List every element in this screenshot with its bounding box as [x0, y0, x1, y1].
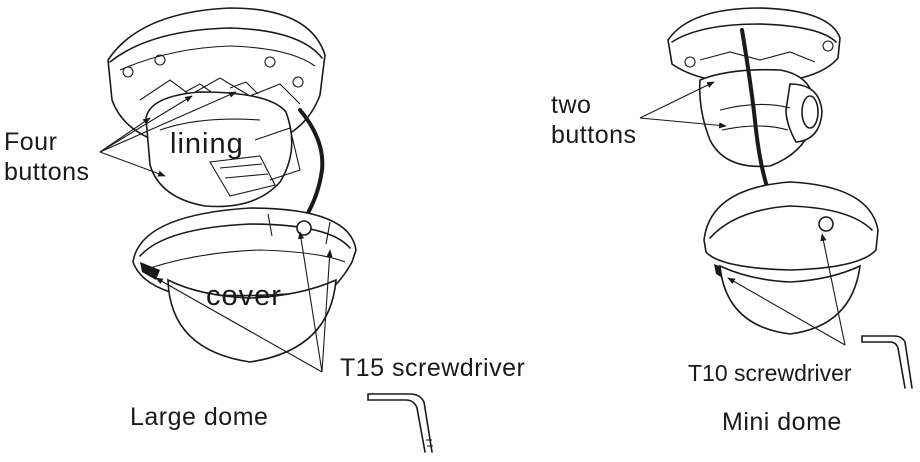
- mini-dome-cover: [703, 181, 879, 335]
- t10-screwdriver-label: T10 screwdriver: [688, 360, 852, 386]
- large-dome-lining-label: lining: [170, 128, 244, 160]
- large-dome-cover: [132, 207, 357, 363]
- mini-dome-caption: Mini dome: [722, 408, 842, 436]
- large-dome-cover-label: cover: [206, 280, 282, 312]
- mini-dome-buttons-label-line2: buttons: [551, 121, 637, 149]
- large-dome-cable: [298, 108, 325, 228]
- mini-dome-cable: [740, 28, 770, 192]
- large-dome-screw-arrows: [155, 231, 333, 373]
- large-dome-lining: [145, 91, 301, 208]
- mini-dome-illustration: [639, 7, 913, 389]
- t10-screwdriver-icon: [861, 335, 913, 389]
- mini-dome-button-arrows: [639, 81, 727, 129]
- mini-dome-base-housing: [667, 7, 841, 85]
- mini-dome-buttons-label-line1: two: [551, 91, 592, 119]
- large-dome-caption: Large dome: [130, 403, 269, 431]
- mini-dome-screw-arrows: [727, 233, 846, 346]
- t15-screwdriver-label: T15 screwdriver: [340, 354, 526, 382]
- mini-dome-lining: [698, 68, 823, 168]
- large-dome-buttons-label-line1: Four: [4, 128, 58, 156]
- large-dome-buttons-label-line2: buttons: [4, 158, 90, 186]
- t15-screwdriver-icon: [367, 393, 433, 453]
- large-dome-button-arrows: [99, 91, 237, 177]
- large-dome-illustration: [99, 7, 433, 453]
